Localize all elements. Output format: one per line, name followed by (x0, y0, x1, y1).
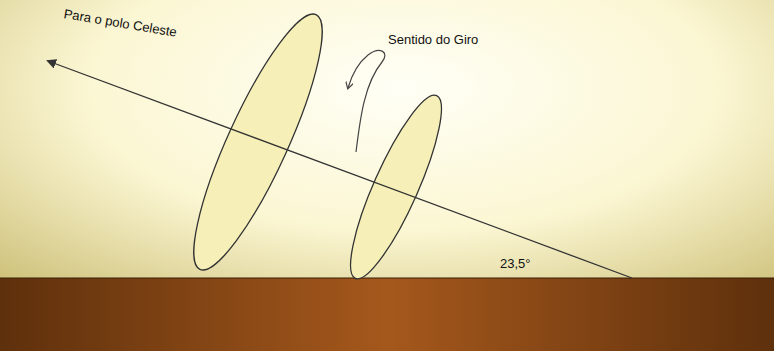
small-disc (335, 87, 457, 288)
large-disc (173, 2, 344, 282)
rotation-arrow (348, 51, 385, 152)
rotation-label: Sentido do Giro (388, 32, 478, 48)
rotation-axis (48, 61, 632, 278)
ground (0, 278, 774, 351)
angle-label: 23,5° (500, 256, 531, 272)
